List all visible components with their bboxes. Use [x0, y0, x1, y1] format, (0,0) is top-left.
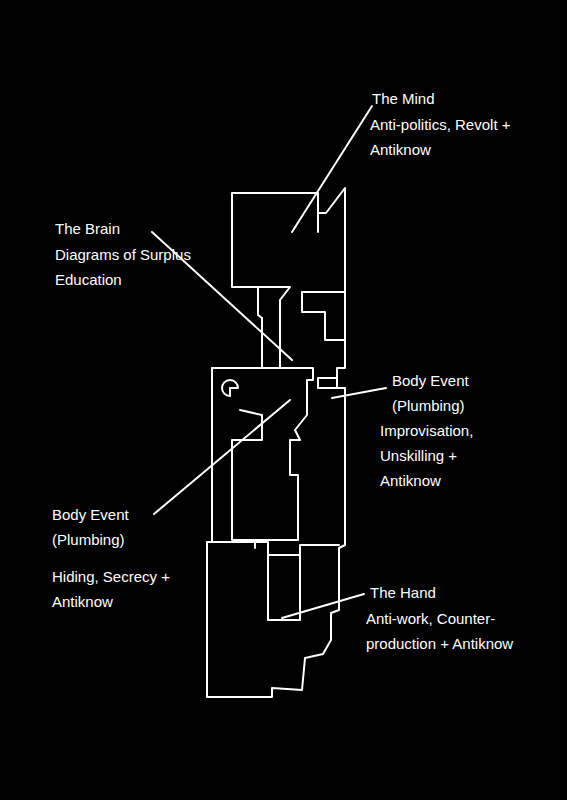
plan-wall	[318, 378, 337, 388]
label-heading: The Mind	[372, 86, 542, 111]
plan-wall	[317, 213, 319, 232]
plan-wall	[261, 318, 263, 368]
leader-line	[282, 594, 364, 618]
plan-wall	[302, 292, 345, 340]
plan-wall	[212, 542, 339, 555]
plan-wall	[258, 287, 290, 368]
leader-line	[332, 388, 386, 398]
label-heading: Body Event (Plumbing)	[52, 502, 162, 552]
label-body: Hiding, Secrecy + Antiknow	[52, 564, 182, 614]
plan-wall	[268, 555, 300, 620]
plan-arc	[222, 380, 238, 396]
label-body: Improvisation, Unskilling + Antiknow	[380, 418, 515, 493]
leader-line	[292, 106, 372, 232]
label-heading: The Brain	[55, 216, 205, 241]
label-body: Diagrams of Surplus Education	[55, 242, 200, 292]
plan-wall	[254, 542, 256, 548]
label-heading: Body Event (Plumbing)	[392, 368, 542, 418]
label-body: Anti-politics, Revolt + Antiknow	[370, 112, 550, 162]
plan-wall	[212, 368, 313, 540]
label-body: Anti-work, Counter-production + Antiknow	[366, 606, 536, 656]
plan-outline	[207, 188, 345, 697]
leader-line	[154, 400, 290, 514]
label-heading: The Hand	[370, 580, 520, 605]
